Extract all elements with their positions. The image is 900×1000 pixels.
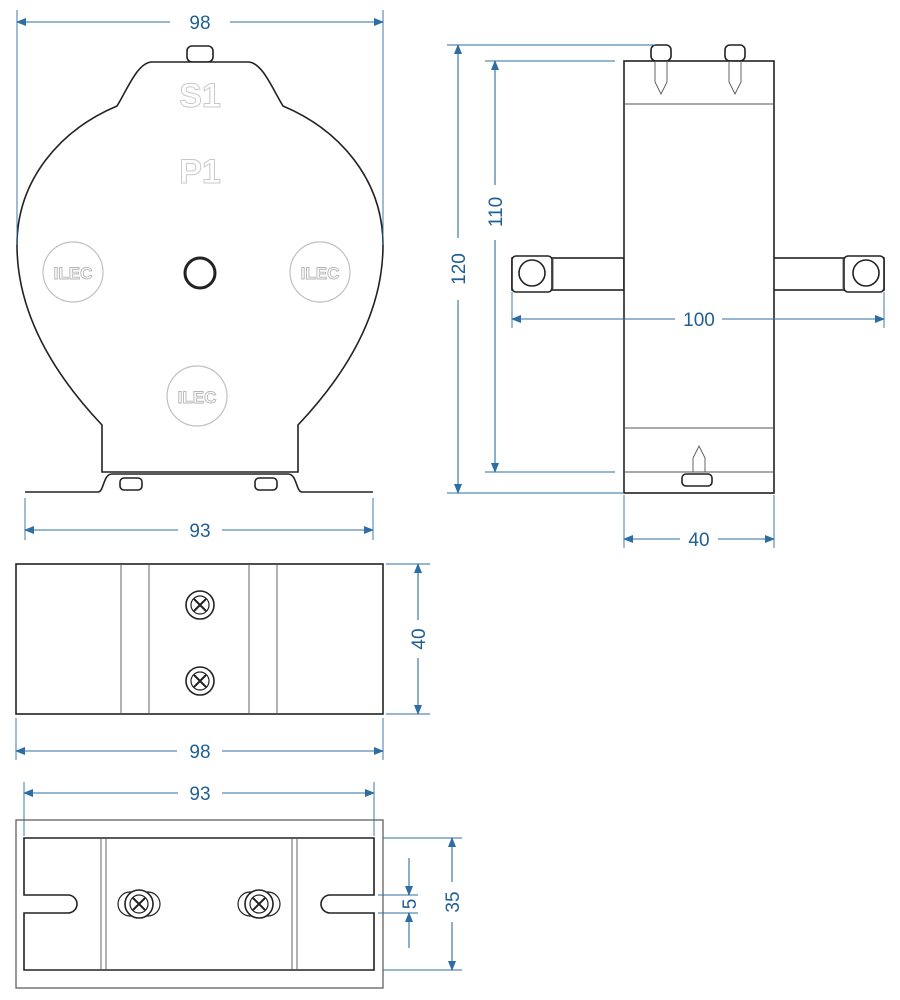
bottom-screw-left xyxy=(117,889,161,919)
dim-bottom-depth: 35 xyxy=(443,891,464,912)
dim-side-overall-height: 120 xyxy=(449,253,470,285)
dim-slot-width: 5 xyxy=(400,899,421,910)
front-base-nut-left xyxy=(119,477,143,491)
dim-side-busbar-length: 100 xyxy=(683,310,715,331)
dim-front-base-width: 93 xyxy=(189,521,210,542)
front-center-hole xyxy=(183,256,217,290)
bottom-view: 93 35 5 xyxy=(15,782,464,989)
dim-bottom-width: 93 xyxy=(189,784,210,805)
front-terminal-stud xyxy=(186,45,214,63)
dim-side-window-height: 110 xyxy=(486,197,507,227)
dim-front-width: 98 xyxy=(189,13,210,34)
side-body xyxy=(623,60,775,494)
front-base-nut-right xyxy=(254,477,278,491)
marking-s1: S1 xyxy=(179,77,221,115)
bottom-screw-right xyxy=(237,889,281,919)
side-view: 120 110 100 40 xyxy=(447,44,885,551)
svg-text:ILEC: ILEC xyxy=(301,264,340,283)
logo-badge-left: ILEC xyxy=(42,241,104,303)
top-screw-2 xyxy=(185,666,215,696)
top-screw-1 xyxy=(185,590,215,620)
front-view: S1 P1 ILEC ILEC ILEC 98 93 xyxy=(16,10,384,542)
dim-top-width: 98 xyxy=(189,742,210,763)
svg-text:ILEC: ILEC xyxy=(178,388,217,407)
front-base-plate xyxy=(25,473,373,493)
dim-top-depth: 40 xyxy=(409,628,430,649)
dim-side-depth: 40 xyxy=(688,530,709,551)
marking-p1: P1 xyxy=(179,153,221,191)
top-view: 40 98 xyxy=(15,563,430,763)
svg-text:ILEC: ILEC xyxy=(54,264,93,283)
logo-badge-bottom: ILEC xyxy=(166,365,228,427)
bottom-plate xyxy=(23,837,375,971)
logo-badge-right: ILEC xyxy=(289,241,351,303)
